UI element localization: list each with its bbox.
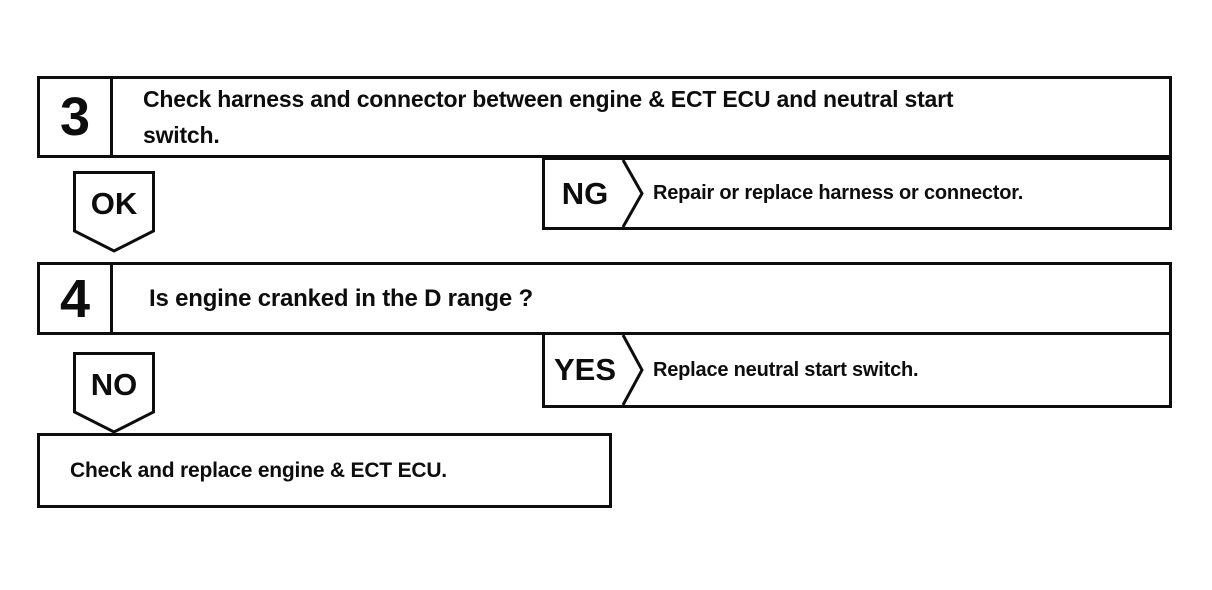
step-4-number: 4	[40, 265, 113, 332]
step-4-question-box: 4 Is engine cranked in the D range ?	[37, 262, 1172, 335]
no-label: NO	[91, 367, 138, 402]
ng-result-box: NG Repair or replace harness or connecto…	[542, 157, 1172, 230]
step-3-question-text: Check harness and connector between engi…	[113, 79, 1169, 155]
ng-chevron-divider-icon	[621, 160, 644, 227]
yes-action-text: Replace neutral start switch.	[653, 358, 919, 381]
no-tag-shape	[73, 352, 155, 434]
final-action-box: Check and replace engine & ECT ECU.	[37, 433, 612, 508]
yes-label: YES	[553, 352, 617, 387]
ok-connector-tag: OK	[73, 171, 155, 253]
yes-result-box: YES Replace neutral start switch.	[542, 332, 1172, 408]
ng-label: NG	[561, 175, 609, 211]
step-3-question-box: 3 Check harness and connector between en…	[37, 76, 1172, 158]
yes-chevron-divider-icon	[621, 335, 644, 405]
no-connector-tag: NO	[73, 352, 155, 434]
step-3-number: 3	[40, 79, 113, 155]
ok-label: OK	[91, 186, 138, 221]
ok-tag-shape	[73, 171, 155, 253]
step-4-question-text: Is engine cranked in the D range ?	[149, 284, 533, 312]
ng-action-text: Repair or replace harness or connector.	[653, 182, 1024, 204]
step-3-question-line-1: Check harness and connector between engi…	[143, 86, 954, 112]
step-3-question-line-2: switch.	[143, 122, 220, 148]
